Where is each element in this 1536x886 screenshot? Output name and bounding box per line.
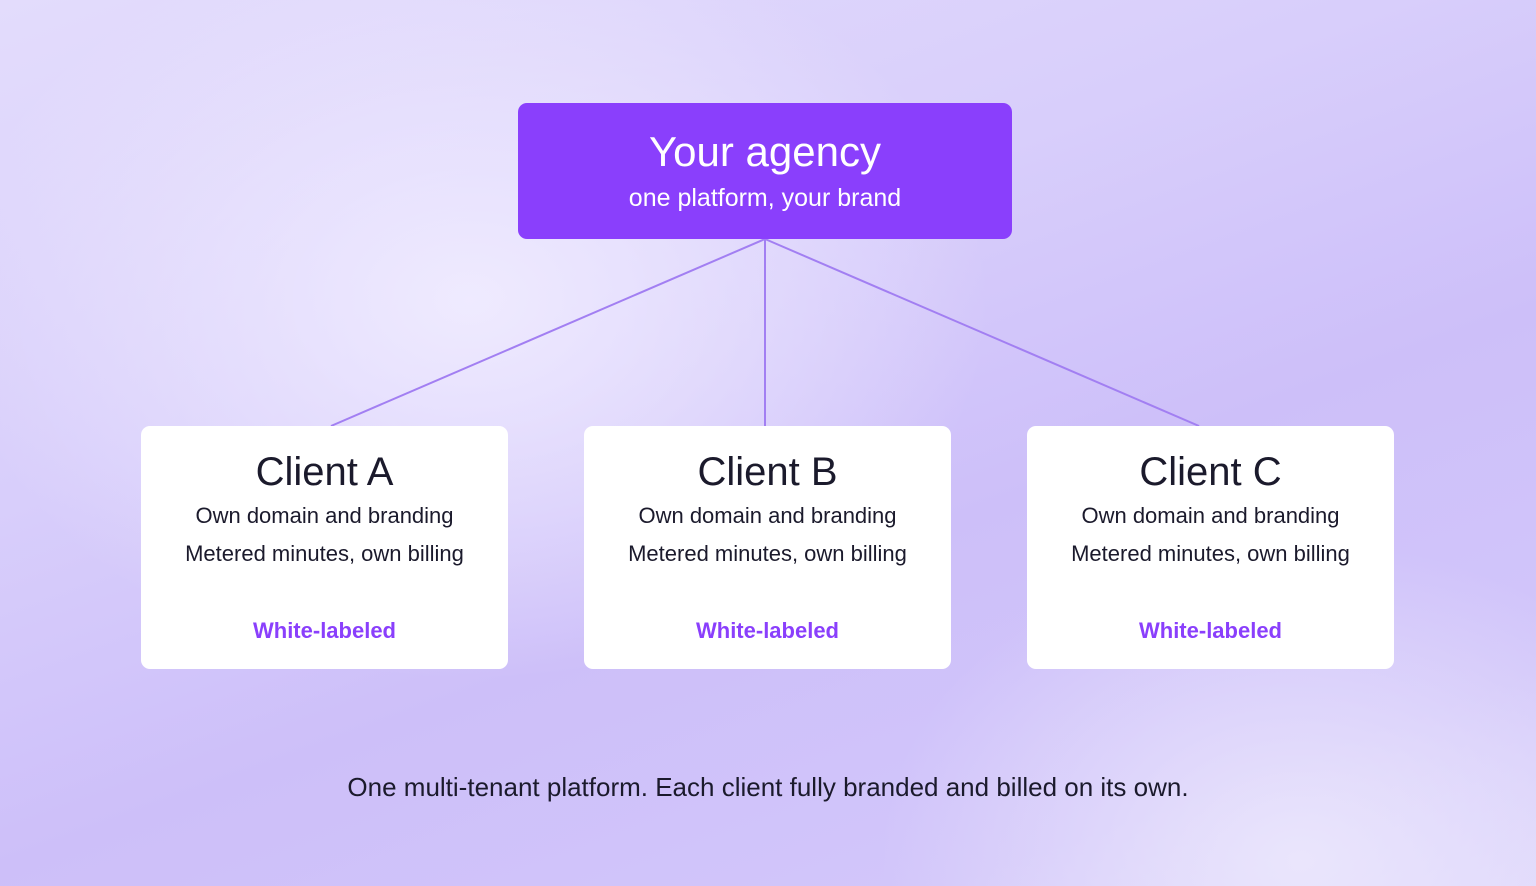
client-domain-text: Own domain and branding xyxy=(195,503,454,528)
client-billing-text: Metered minutes, own billing xyxy=(185,541,464,566)
client-card-b: Client B Own domain and branding Metered… xyxy=(584,426,951,669)
client-domain-text: Own domain and branding xyxy=(1081,503,1340,528)
connector-line-client-c xyxy=(764,238,1200,427)
white-labeled-badge: White-labeled xyxy=(252,618,396,643)
client-title: Client C xyxy=(1139,450,1282,494)
client-card-c: Client C Own domain and branding Metered… xyxy=(1027,426,1394,669)
client-title: Client B xyxy=(697,450,838,494)
client-card-a: Client A Own domain and branding Metered… xyxy=(141,426,508,669)
agency-node: Your agency xyxy=(518,103,1012,239)
white-labeled-badge: White-labeled xyxy=(695,618,839,643)
client-domain-text: Own domain and branding xyxy=(638,503,897,528)
diagram-caption: One multi-tenant platform. Each client f… xyxy=(347,772,1189,802)
client-billing-text: Metered minutes, own billing xyxy=(1071,541,1350,566)
connector-line-client-a xyxy=(330,238,766,427)
client-billing-text: Metered minutes, own billing xyxy=(628,541,907,566)
agency-title: Your agency xyxy=(649,128,881,175)
agency-subtitle: one platform, your brand xyxy=(628,184,902,212)
client-title: Client A xyxy=(255,450,394,494)
white-labeled-badge: White-labeled xyxy=(1138,618,1282,643)
